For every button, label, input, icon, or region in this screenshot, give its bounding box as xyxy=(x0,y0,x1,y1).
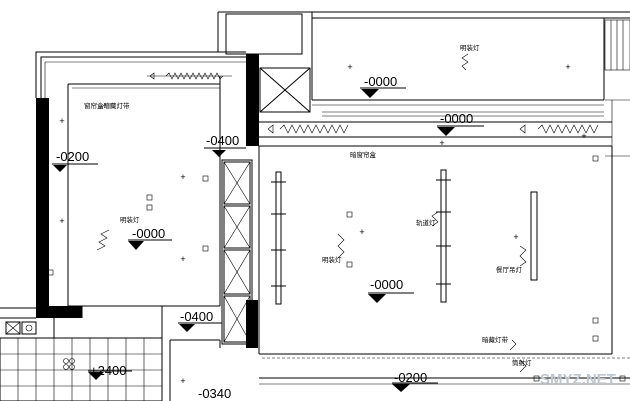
svg-text:+: + xyxy=(347,62,352,72)
svg-text:+: + xyxy=(180,376,185,386)
svg-text:+: + xyxy=(359,227,364,237)
stacked-cabinets xyxy=(221,159,253,345)
watermark: SMYZ.NET xyxy=(540,371,616,388)
main-room-ceiling xyxy=(258,145,630,385)
curtain-strip-left xyxy=(147,72,232,80)
note-track-light: 轨道灯 xyxy=(416,218,436,227)
ceiling-lamps: + + + + + + + + + + + xyxy=(59,62,586,386)
level-top-right: -0000 xyxy=(364,74,397,89)
level-bottom-mid: -0400 xyxy=(180,309,213,324)
svg-text:+: + xyxy=(581,131,586,141)
level-corridor: -0000 xyxy=(440,111,473,126)
left-room-ceiling xyxy=(67,76,221,318)
svg-text:+: + xyxy=(180,254,185,264)
level-left-room: -0000 xyxy=(132,226,165,241)
level-bottom-small: -0340 xyxy=(198,386,231,401)
tiled-area xyxy=(0,306,221,401)
track-light-left xyxy=(271,171,286,305)
shaft-box-top xyxy=(259,67,311,113)
note-down-light-small: 筒射灯 xyxy=(512,358,532,367)
level-bottom-center: -0200 xyxy=(394,370,427,385)
top-right-room xyxy=(312,18,630,157)
wall-left-bottom xyxy=(36,306,82,318)
outer-walls xyxy=(0,11,630,319)
note-curtain-box-strip: 窗帘盒暗藏灯带 xyxy=(84,101,130,110)
small-fixtures xyxy=(47,155,626,382)
level-entry: -0400 xyxy=(206,133,239,148)
note-downlight-top: 明装灯 xyxy=(460,43,480,52)
note-downlight-center: 明装灯 xyxy=(322,255,342,264)
svg-text:+: + xyxy=(59,116,64,126)
leader-lines xyxy=(96,53,527,373)
svg-text:+: + xyxy=(180,172,185,182)
level-bottom-left: +2400 xyxy=(90,363,127,378)
corridor-light-strip xyxy=(259,111,612,138)
svg-text:+: + xyxy=(59,216,64,226)
svg-text:+: + xyxy=(565,62,570,72)
svg-text:+: + xyxy=(439,138,444,148)
note-downlight-left: 明装灯 xyxy=(120,215,140,224)
note-dining-pendant: 餐厅吊灯 xyxy=(496,265,523,274)
note-hidden-strip: 暗藏灯带 xyxy=(482,335,509,344)
wall-center-column xyxy=(246,54,259,146)
track-light-right xyxy=(436,169,451,303)
wall-left-vertical xyxy=(36,98,49,318)
dining-pendant-bar xyxy=(530,191,538,281)
level-center: -0000 xyxy=(370,277,403,292)
note-curtain-box: 暗窗帘盒 xyxy=(350,150,377,159)
level-left-edge: -0200 xyxy=(56,149,89,164)
level-markers xyxy=(52,87,484,392)
svg-text:+: + xyxy=(513,232,518,242)
